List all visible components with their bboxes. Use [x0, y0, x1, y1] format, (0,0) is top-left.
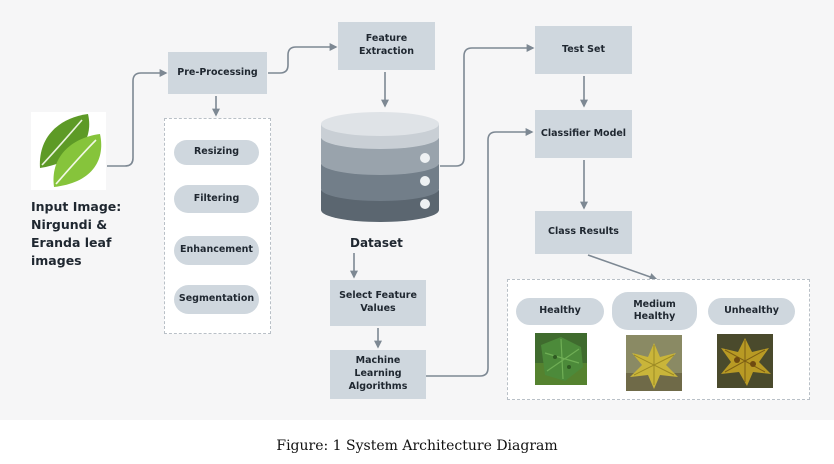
substep-segmentation: Segmentation — [174, 285, 259, 314]
test-set-box: Test Set — [535, 26, 632, 74]
substep-resizing: Resizing — [174, 140, 259, 165]
result-healthy: Healthy — [516, 298, 604, 325]
classifier-model-box: Classifier Model — [535, 110, 632, 158]
arrow-dataset-to-testset — [440, 44, 535, 167]
result-medium-healthy: Medium Healthy — [612, 292, 697, 330]
feature-extraction-box: Feature Extraction — [338, 22, 435, 70]
ml-algorithms-box: Machine Learning Algorithms — [330, 350, 426, 399]
connectors — [31, 43, 658, 377]
preprocessing-box: Pre-Processing — [168, 52, 267, 94]
healthy-leaf-photo — [535, 333, 587, 385]
medium-healthy-leaf-photo — [626, 335, 682, 391]
dataset-label: Dataset — [350, 236, 403, 250]
figure-caption: Figure: 1 System Architecture Diagram — [276, 438, 558, 454]
substep-enhancement: Enhancement — [174, 236, 259, 265]
unhealthy-leaf-photo — [717, 334, 773, 388]
arrow-results-to-classes — [587, 254, 658, 281]
dataset-icon — [321, 112, 439, 222]
input-image-label: Input Image: Nirgundi & Eranda leaf imag… — [31, 199, 122, 268]
arrow-preprocessing-to-feature — [268, 43, 338, 74]
select-feature-box: Select Feature Values — [330, 280, 426, 326]
arrow-ml-to-classifier — [425, 128, 534, 377]
class-results-box: Class Results — [535, 211, 632, 254]
result-unhealthy: Unhealthy — [708, 298, 795, 325]
input-leaf-image — [31, 112, 106, 190]
arrow-input-to-preprocessing — [107, 69, 168, 167]
substep-filtering: Filtering — [174, 185, 259, 213]
